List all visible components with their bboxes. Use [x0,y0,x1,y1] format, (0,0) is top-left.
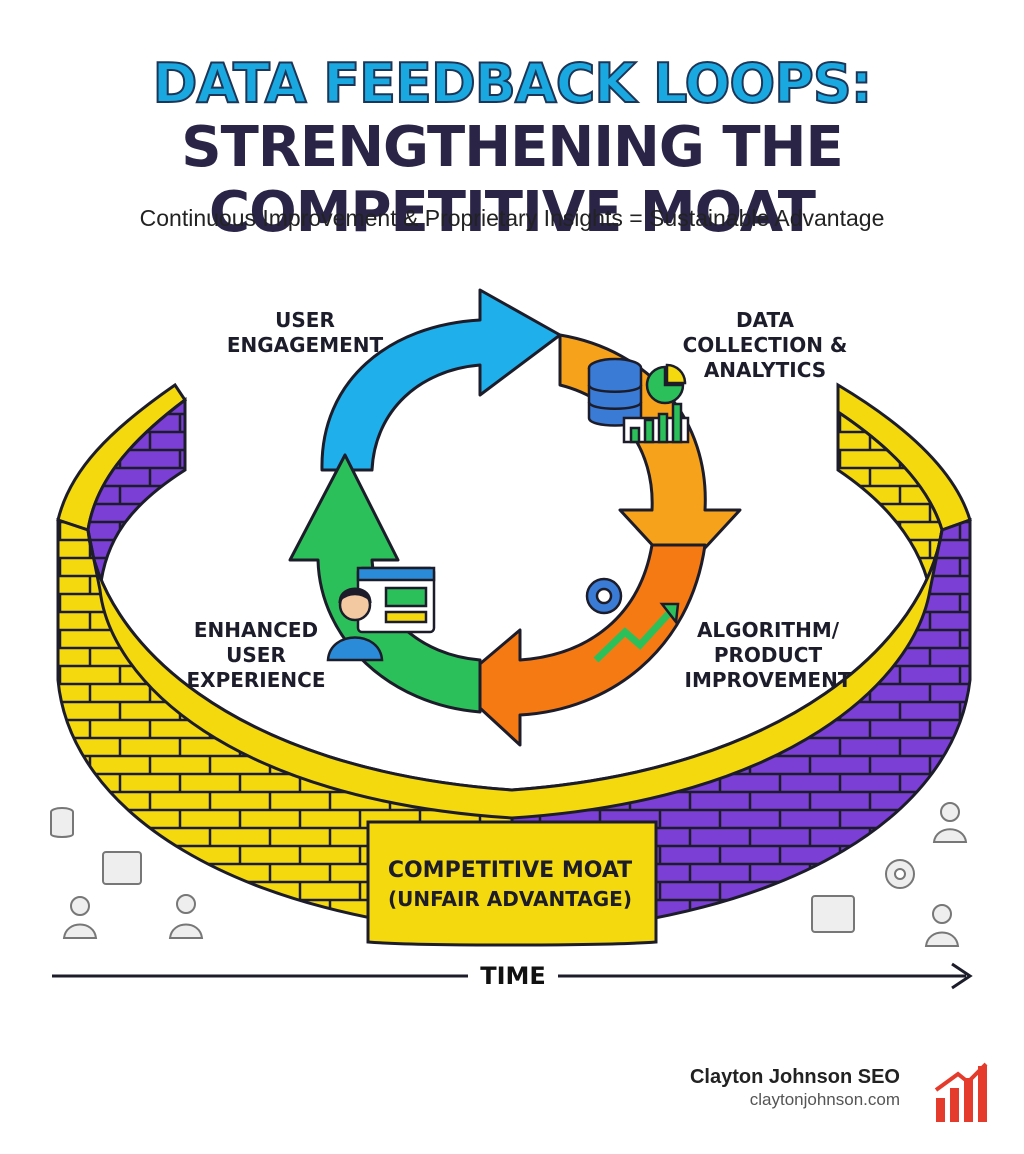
cycle-arrow-experience [288,453,482,714]
moat-subtitle: (UNFAIR ADVANTAGE) [388,887,632,911]
page-title-line2: STRENGTHENING THE COMPETITIVE MOAT [181,115,843,245]
page-subtitle: Continuous Improvement & Proprietary Ins… [139,205,885,231]
time-label: TIME [468,962,558,990]
cycle-arrow-user-engagement [320,288,562,472]
side-icons-right [811,802,968,947]
page-title-line1: DATA FEEDBACK LOOPS: [152,51,874,116]
stage-label-line: COLLECTION & [682,333,848,357]
stage-label-experience: ENHANCED USER EXPERIENCE [166,618,346,693]
stage-label-line: EXPERIENCE [186,668,326,692]
brand-url: claytonjohnson.com [749,1090,900,1109]
side-icons-left [50,807,204,939]
stage-label-line: ALGORITHM/ [696,618,840,642]
stage-label-line: IMPROVEMENT [684,668,852,692]
stage-label-algorithm: ALGORITHM/ PRODUCT IMPROVEMENT [668,618,868,693]
cycle-arrow-algorithm [453,543,707,747]
stage-label-line: USER [275,308,335,332]
stage-label-line: USER [226,643,286,667]
user-screen-icon [326,566,436,662]
database-analytics-icon [587,357,690,444]
stage-label-line: DATA [735,308,795,332]
brand-name: Clayton Johnson SEO [689,1066,900,1088]
stage-label-line: ENHANCED [193,618,319,642]
moat-label: COMPETITIVE MOAT (UNFAIR ADVANTAGE) [360,858,660,911]
stage-label-line: ENGAGEMENT [226,333,384,357]
moat-wall [56,382,972,947]
stage-label-line: PRODUCT [713,643,823,667]
stage-label-user-engagement: USER ENGAGEMENT [210,308,400,358]
stage-label-line: ANALYTICS [703,358,827,382]
gear-trend-icon [585,577,680,663]
stage-label-data-collection: DATA COLLECTION & ANALYTICS [670,308,860,383]
brand-logo-icon [934,1062,988,1122]
moat-title: COMPETITIVE MOAT [387,858,633,883]
